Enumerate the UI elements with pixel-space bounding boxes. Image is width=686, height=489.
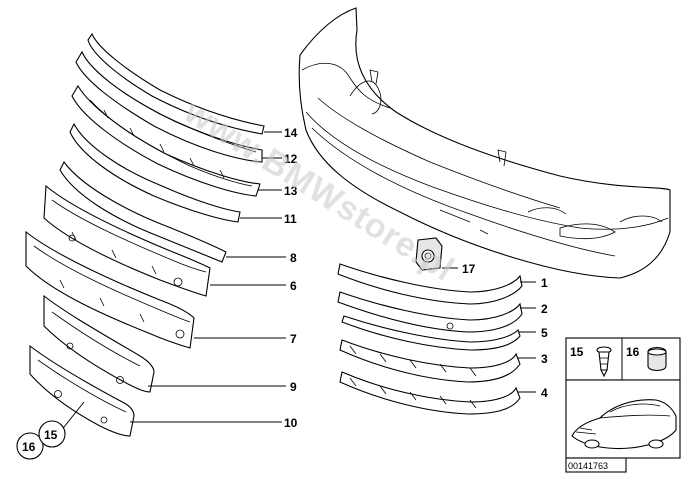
trim-strip-5 xyxy=(341,315,521,351)
grille-bracket-12 xyxy=(75,50,263,163)
inset-callout-16: 16 xyxy=(626,345,640,359)
bracket-7 xyxy=(25,230,195,349)
callout-17: 17 xyxy=(462,262,476,276)
bumper-assembly xyxy=(298,7,671,279)
document-number: 00141763 xyxy=(568,461,608,471)
bracket-4 xyxy=(339,371,521,415)
cap-16-icon xyxy=(647,346,667,372)
clip-15-icon xyxy=(596,346,612,378)
trim-strip-14 xyxy=(87,32,265,135)
callout-3: 3 xyxy=(541,352,548,366)
callout-5: 5 xyxy=(541,326,548,340)
bracket-6 xyxy=(43,184,211,297)
callout-12: 12 xyxy=(284,152,298,166)
callout-8: 8 xyxy=(290,251,297,265)
callout-6: 6 xyxy=(290,279,297,293)
callout-2: 2 xyxy=(541,302,548,316)
callout-7: 7 xyxy=(290,332,297,346)
callout-9: 9 xyxy=(290,380,297,394)
circled-callout-15: 15 xyxy=(44,428,58,442)
car-thumbnail-icon xyxy=(571,399,677,450)
sensor-17 xyxy=(415,237,443,271)
trim-strip-11 xyxy=(69,122,241,223)
callout-1: 1 xyxy=(541,276,548,290)
callout-4: 4 xyxy=(541,386,548,400)
bracket-9 xyxy=(43,294,155,393)
callout-14: 14 xyxy=(284,126,298,140)
bracket-10 xyxy=(29,344,135,437)
leader-lines xyxy=(59,131,536,433)
inset-callout-15: 15 xyxy=(570,345,584,359)
trim-strip-1 xyxy=(337,263,523,305)
bracket-3 xyxy=(339,339,521,383)
callout-labels: 14 12 13 11 8 6 7 9 10 1 2 5 3 4 17 xyxy=(284,126,548,430)
callout-11: 11 xyxy=(284,212,297,226)
trim-strip-2 xyxy=(337,291,523,333)
trim-strip-8 xyxy=(59,160,227,263)
callout-13: 13 xyxy=(284,184,298,198)
circled-callouts: 16 15 xyxy=(16,420,66,460)
inset-panel: 15 16 00141763 xyxy=(565,337,681,473)
grille-bracket-13 xyxy=(71,84,261,197)
callout-10: 10 xyxy=(284,416,298,430)
circled-callout-16: 16 xyxy=(22,440,36,454)
